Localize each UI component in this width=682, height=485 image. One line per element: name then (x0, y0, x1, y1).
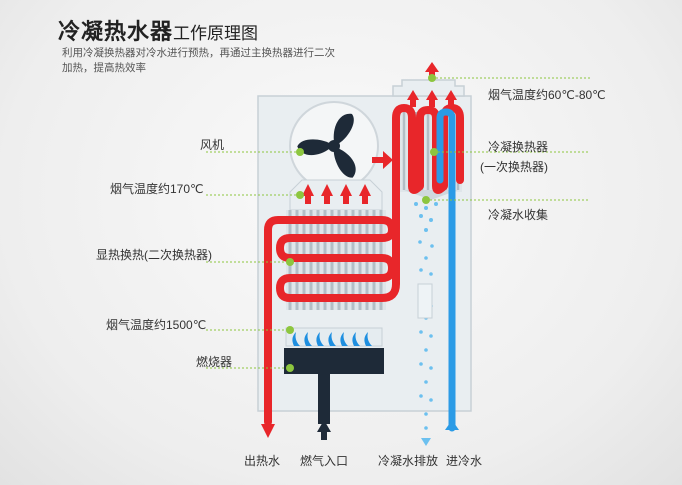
exhaust-arrows (407, 62, 457, 107)
fan-icon (289, 101, 379, 191)
label-condensate-collection: 冷凝水收集 (488, 208, 549, 222)
label-gas-inlet: 燃气入口 (300, 454, 349, 468)
leader-dots (286, 74, 438, 372)
condensate-trap (417, 283, 433, 319)
hot-water-out-arrow (261, 424, 275, 438)
label-fan: 风机 (200, 138, 225, 152)
cold-water-in-arrow (445, 420, 459, 430)
label-flue-temp-170: 烟气温度约170℃ (110, 182, 204, 196)
burner (284, 327, 384, 374)
label-hot-water-out: 出热水 (244, 454, 281, 468)
gas-pipe (318, 374, 330, 424)
label-flue-temp-1500: 烟气温度约1500℃ (106, 318, 207, 332)
label-primary-hx: (一次换热器) (480, 160, 548, 174)
label-sensible-hx: 显热换热(二次换热器) (96, 248, 212, 262)
label-flue-temp-60-80: 烟气温度约60℃-80℃ (488, 88, 606, 102)
title-sub: 工作原理图 (173, 24, 259, 43)
condensate-drain-arrow (421, 438, 431, 446)
gas-inlet-arrow (317, 420, 331, 440)
subtitle-line-2: 加热，提高热效率 (62, 62, 146, 74)
title-main: 冷凝热水器 (58, 19, 174, 44)
label-cold-water-in: 进冷水 (446, 454, 483, 468)
hot-water-pipe (264, 104, 464, 426)
subtitle-line-1: 利用冷凝换热器对冷水进行预热，再通过主换热器进行二次 (62, 47, 335, 59)
subtitle: 利用冷凝换热器对冷水进行预热，再通过主换热器进行二次 加热，提高热效率 (62, 46, 352, 76)
label-condensing-hx: 冷凝换热器 (488, 140, 549, 154)
flue-to-condenser-arrow (372, 151, 393, 169)
flue-arrows-mid (302, 184, 371, 204)
label-burner: 燃烧器 (196, 355, 233, 369)
page-title: 冷凝热水器工作原理图 (58, 14, 258, 46)
cold-water-pipe (436, 108, 456, 432)
exhaust-hood (392, 79, 465, 97)
label-condensate-drain: 冷凝水排放 (378, 454, 439, 468)
